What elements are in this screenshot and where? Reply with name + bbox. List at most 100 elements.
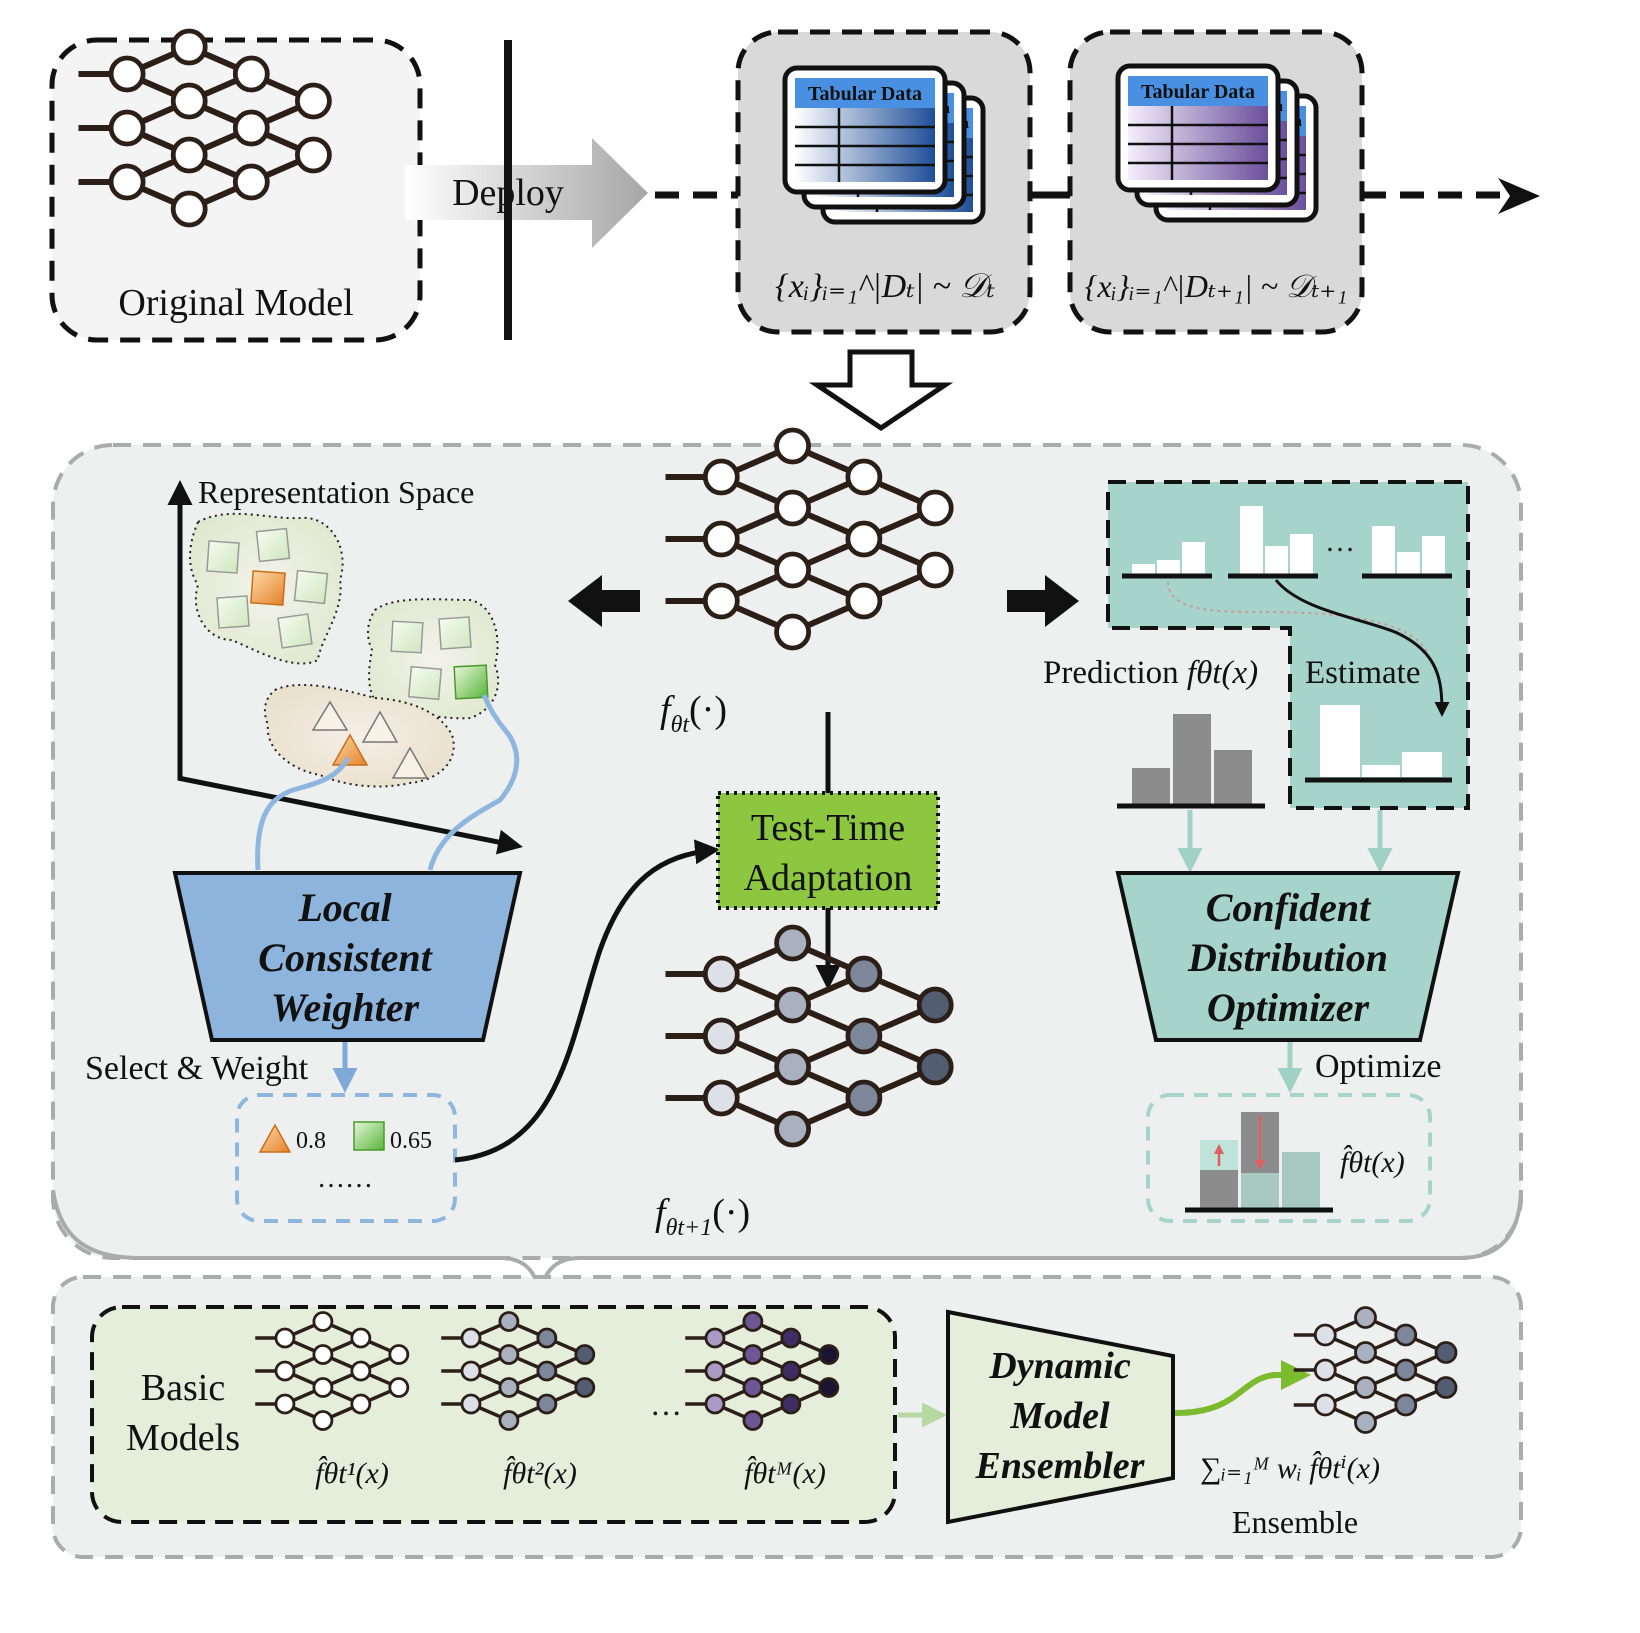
optimized-formula: f̂θt(x) bbox=[1340, 1145, 1405, 1179]
net-node bbox=[742, 1344, 764, 1365]
weight-triangle-icon bbox=[258, 1123, 292, 1153]
net-node bbox=[350, 1360, 372, 1382]
net-node bbox=[774, 924, 811, 962]
net-node bbox=[780, 1393, 802, 1415]
rep-space-label: Representation Space bbox=[198, 474, 474, 510]
net-node bbox=[574, 1344, 596, 1365]
net-node bbox=[916, 986, 954, 1024]
net-node bbox=[1313, 1323, 1337, 1347]
net-node bbox=[460, 1393, 482, 1415]
net-node bbox=[818, 1377, 840, 1398]
net-node bbox=[774, 489, 811, 527]
net-node bbox=[312, 1377, 334, 1398]
net-node bbox=[845, 520, 883, 558]
basic-model-2-formula: f̂θt²(x) bbox=[503, 1456, 577, 1490]
hist-bar bbox=[1182, 542, 1205, 574]
net-node bbox=[232, 109, 270, 147]
net-node bbox=[1394, 1323, 1418, 1347]
optimize-label: Optimize bbox=[1315, 1048, 1442, 1085]
tabular-label: Tabular Data bbox=[808, 83, 922, 105]
dme-line3: Ensembler bbox=[975, 1445, 1146, 1487]
tta-line2: Adaptation bbox=[744, 857, 913, 899]
net-node bbox=[498, 1377, 520, 1398]
net-node bbox=[702, 520, 740, 558]
timeline-arrow bbox=[655, 178, 1540, 214]
cdo-line1: Confident bbox=[1206, 885, 1372, 930]
weight-square-value: 0.65 bbox=[390, 1128, 432, 1154]
net-node bbox=[574, 1377, 596, 1398]
net-node bbox=[294, 136, 332, 174]
prediction-distribution-histogram bbox=[1117, 714, 1265, 809]
net-node bbox=[312, 1311, 334, 1332]
net-node bbox=[1394, 1393, 1418, 1417]
hist-bar bbox=[1397, 552, 1420, 574]
original-model-label: Original Model bbox=[118, 282, 353, 324]
net-node bbox=[274, 1393, 296, 1415]
right-block-arrow bbox=[1007, 575, 1079, 627]
net-node bbox=[1354, 1306, 1377, 1329]
left-block-arrow bbox=[568, 575, 640, 627]
test-time-adaptation-box bbox=[716, 791, 940, 910]
basic-models-line1: Basic bbox=[141, 1367, 225, 1409]
deploy-arrow bbox=[405, 138, 648, 248]
net-node bbox=[1394, 1358, 1418, 1382]
net-node bbox=[845, 955, 883, 993]
net-node bbox=[704, 1393, 726, 1415]
net-node bbox=[232, 163, 270, 201]
lcw-connectors bbox=[255, 694, 520, 871]
net-node bbox=[1313, 1393, 1337, 1417]
net-node bbox=[845, 1079, 883, 1117]
hollow-down-arrow bbox=[808, 349, 954, 432]
tta-line1: Test-Time bbox=[751, 807, 905, 849]
tabular-data-stack-t1: aaTabular Data bbox=[1115, 63, 1319, 223]
ensemble-model-network-icon bbox=[1293, 1306, 1458, 1434]
dme-line1: Dynamic bbox=[988, 1345, 1131, 1387]
tabular-label: Tabular Data bbox=[1141, 81, 1255, 103]
lcw-line3: Weighter bbox=[271, 985, 420, 1030]
net-node bbox=[294, 82, 332, 120]
batch-t-formula: {xᵢ}ᵢ₌₁^|Dₜ| ~ 𝒟ₜ bbox=[775, 268, 995, 305]
cdo-line2: Distribution bbox=[1187, 935, 1388, 980]
tabular-header bbox=[795, 78, 935, 108]
model-theta-t-network-icon bbox=[665, 427, 954, 651]
net-node bbox=[774, 551, 811, 589]
net-node bbox=[818, 1344, 840, 1365]
net-node bbox=[1434, 1341, 1458, 1364]
net-node bbox=[845, 1017, 883, 1055]
net-node bbox=[742, 1377, 764, 1398]
hist-bar bbox=[1422, 536, 1445, 574]
prediction-label: Prediction fθt(x) bbox=[1043, 655, 1258, 691]
basic-model-M-network-icon bbox=[685, 1311, 840, 1431]
tabular-header bbox=[1128, 76, 1268, 106]
net-node bbox=[170, 82, 208, 120]
net-node bbox=[916, 551, 954, 589]
batch-t1-formula: {xᵢ}ᵢ₌₁^|Dₜ₊₁| ~ 𝒟ₜ₊₁ bbox=[1085, 268, 1348, 304]
original-model-network-icon bbox=[78, 28, 332, 228]
ensemble-label: Ensemble bbox=[1232, 1504, 1358, 1540]
net-node bbox=[780, 1327, 802, 1349]
hist-bar bbox=[1372, 526, 1395, 574]
estimate-arrow bbox=[1274, 579, 1450, 717]
net-node bbox=[1313, 1358, 1337, 1382]
net-node bbox=[350, 1327, 372, 1349]
net-node bbox=[1354, 1411, 1377, 1434]
net-node bbox=[916, 489, 954, 527]
local-consistent-weighter bbox=[172, 871, 523, 1042]
net-node bbox=[170, 136, 208, 174]
basic-model-1-formula: f̂θt¹(x) bbox=[315, 1456, 389, 1490]
net-node bbox=[774, 1110, 811, 1148]
representation-axes bbox=[167, 480, 523, 855]
dynamic-model-ensembler bbox=[946, 1309, 1175, 1525]
net-node bbox=[536, 1393, 558, 1415]
net-node bbox=[1354, 1376, 1377, 1399]
net-node bbox=[460, 1327, 482, 1349]
basic-models-dots: … bbox=[650, 1386, 682, 1422]
weight-triangle-value: 0.8 bbox=[296, 1128, 326, 1154]
net-node bbox=[774, 427, 811, 465]
cdo-line3: Optimizer bbox=[1207, 985, 1370, 1030]
basic-model-2-network-icon bbox=[441, 1311, 596, 1431]
tabular-data-stack-t: aaTabular Data bbox=[782, 65, 986, 225]
net-node bbox=[388, 1377, 410, 1398]
